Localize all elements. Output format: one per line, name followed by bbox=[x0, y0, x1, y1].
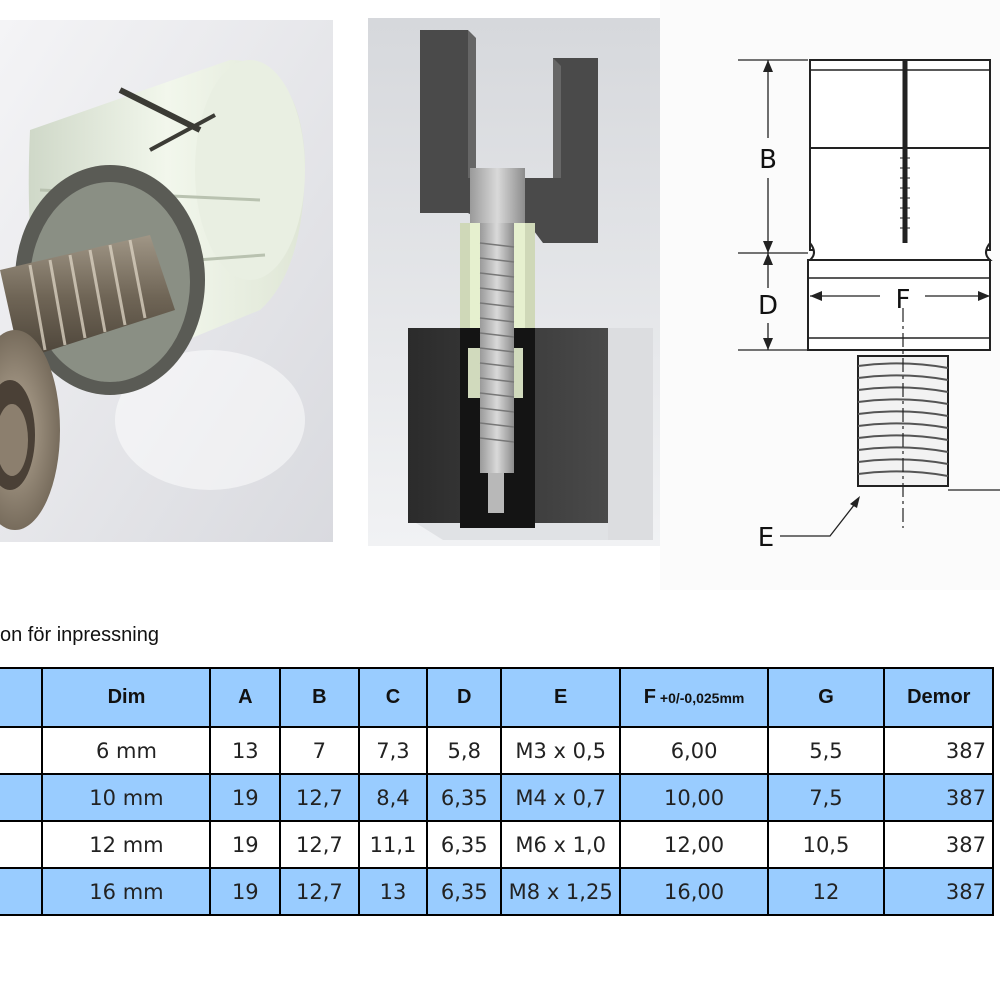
table-cell bbox=[0, 820, 44, 869]
label-D: D bbox=[758, 291, 778, 321]
table-cell: 13 bbox=[209, 726, 282, 775]
table-cell: 5,5 bbox=[766, 726, 886, 775]
table-cell: 7 bbox=[279, 726, 360, 775]
col-header-blank bbox=[0, 667, 44, 728]
table-caption: on för inpressning bbox=[0, 624, 159, 646]
col-header-a: A bbox=[209, 667, 282, 728]
collet-dimension-drawing: B D F E bbox=[730, 38, 1000, 560]
label-E: E bbox=[758, 523, 774, 553]
table-cell: 10,00 bbox=[619, 773, 769, 822]
table-cell: 387 bbox=[883, 726, 994, 775]
collet-spec-table: Dim A B C D E F +0/-0,025mm G Demor 6 mm… bbox=[0, 667, 994, 916]
table-cell: 10 mm bbox=[41, 773, 212, 822]
table-cell: 11,1 bbox=[357, 820, 429, 869]
table-cell bbox=[0, 726, 44, 775]
table-cell: 387 bbox=[883, 773, 994, 822]
table-cell: M4 x 0,7 bbox=[500, 773, 622, 822]
table-cell: 16 mm bbox=[41, 867, 212, 916]
collet-cross-section-render bbox=[368, 18, 670, 546]
label-F: F bbox=[896, 285, 911, 315]
table-cell: 19 bbox=[209, 867, 282, 916]
col-header-b: B bbox=[279, 667, 360, 728]
table-cell: 387 bbox=[883, 820, 994, 869]
table-cell: 12,7 bbox=[279, 867, 360, 916]
col-header-g: G bbox=[766, 667, 886, 728]
table-cell: 16,00 bbox=[619, 867, 769, 916]
table-cell: 7,3 bbox=[357, 726, 429, 775]
col-header-dim: Dim bbox=[41, 667, 212, 728]
table-row: 16 mm 19 12,7 13 6,35 M8 x 1,25 16,00 12… bbox=[0, 867, 994, 916]
table-cell: 12 bbox=[766, 867, 886, 916]
table-cell: 13 bbox=[357, 867, 429, 916]
table-cell: 6,35 bbox=[426, 773, 503, 822]
table-cell: 12,7 bbox=[279, 820, 360, 869]
table-cell: 19 bbox=[209, 773, 282, 822]
col-header-c: C bbox=[357, 667, 429, 728]
table-cell: 6,35 bbox=[426, 867, 503, 916]
table-cell: 6,00 bbox=[619, 726, 769, 775]
table-cell: 19 bbox=[209, 820, 282, 869]
table-row: 10 mm 19 12,7 8,4 6,35 M4 x 0,7 10,00 7,… bbox=[0, 773, 994, 822]
table-cell: 6,35 bbox=[426, 820, 503, 869]
table-cell: M3 x 0,5 bbox=[500, 726, 622, 775]
col-header-e: E bbox=[500, 667, 622, 728]
collet-exploded-render bbox=[0, 20, 333, 542]
col-header-demo: Demor bbox=[883, 667, 994, 728]
table-cell: 6 mm bbox=[41, 726, 212, 775]
col-header-f: F +0/-0,025mm bbox=[619, 667, 769, 728]
table-cell: M8 x 1,25 bbox=[500, 867, 622, 916]
label-B: B bbox=[759, 145, 777, 175]
table-cell bbox=[0, 867, 44, 916]
table-cell: 12,00 bbox=[619, 820, 769, 869]
table-cell bbox=[0, 773, 44, 822]
table-cell: 12,7 bbox=[279, 773, 360, 822]
table-cell: 12 mm bbox=[41, 820, 212, 869]
table-cell: 5,8 bbox=[426, 726, 503, 775]
table-cell: M6 x 1,0 bbox=[500, 820, 622, 869]
col-header-f-tolerance: +0/-0,025mm bbox=[656, 690, 745, 706]
table-cell: 8,4 bbox=[357, 773, 429, 822]
table-cell: 7,5 bbox=[766, 773, 886, 822]
table-row: 12 mm 19 12,7 11,1 6,35 M6 x 1,0 12,00 1… bbox=[0, 820, 994, 869]
table-header-row: Dim A B C D E F +0/-0,025mm G Demor bbox=[0, 667, 994, 728]
col-header-d: D bbox=[426, 667, 503, 728]
table-cell: 10,5 bbox=[766, 820, 886, 869]
table-row: 6 mm 13 7 7,3 5,8 M3 x 0,5 6,00 5,5 387 bbox=[0, 726, 994, 775]
table-cell: 387 bbox=[883, 867, 994, 916]
